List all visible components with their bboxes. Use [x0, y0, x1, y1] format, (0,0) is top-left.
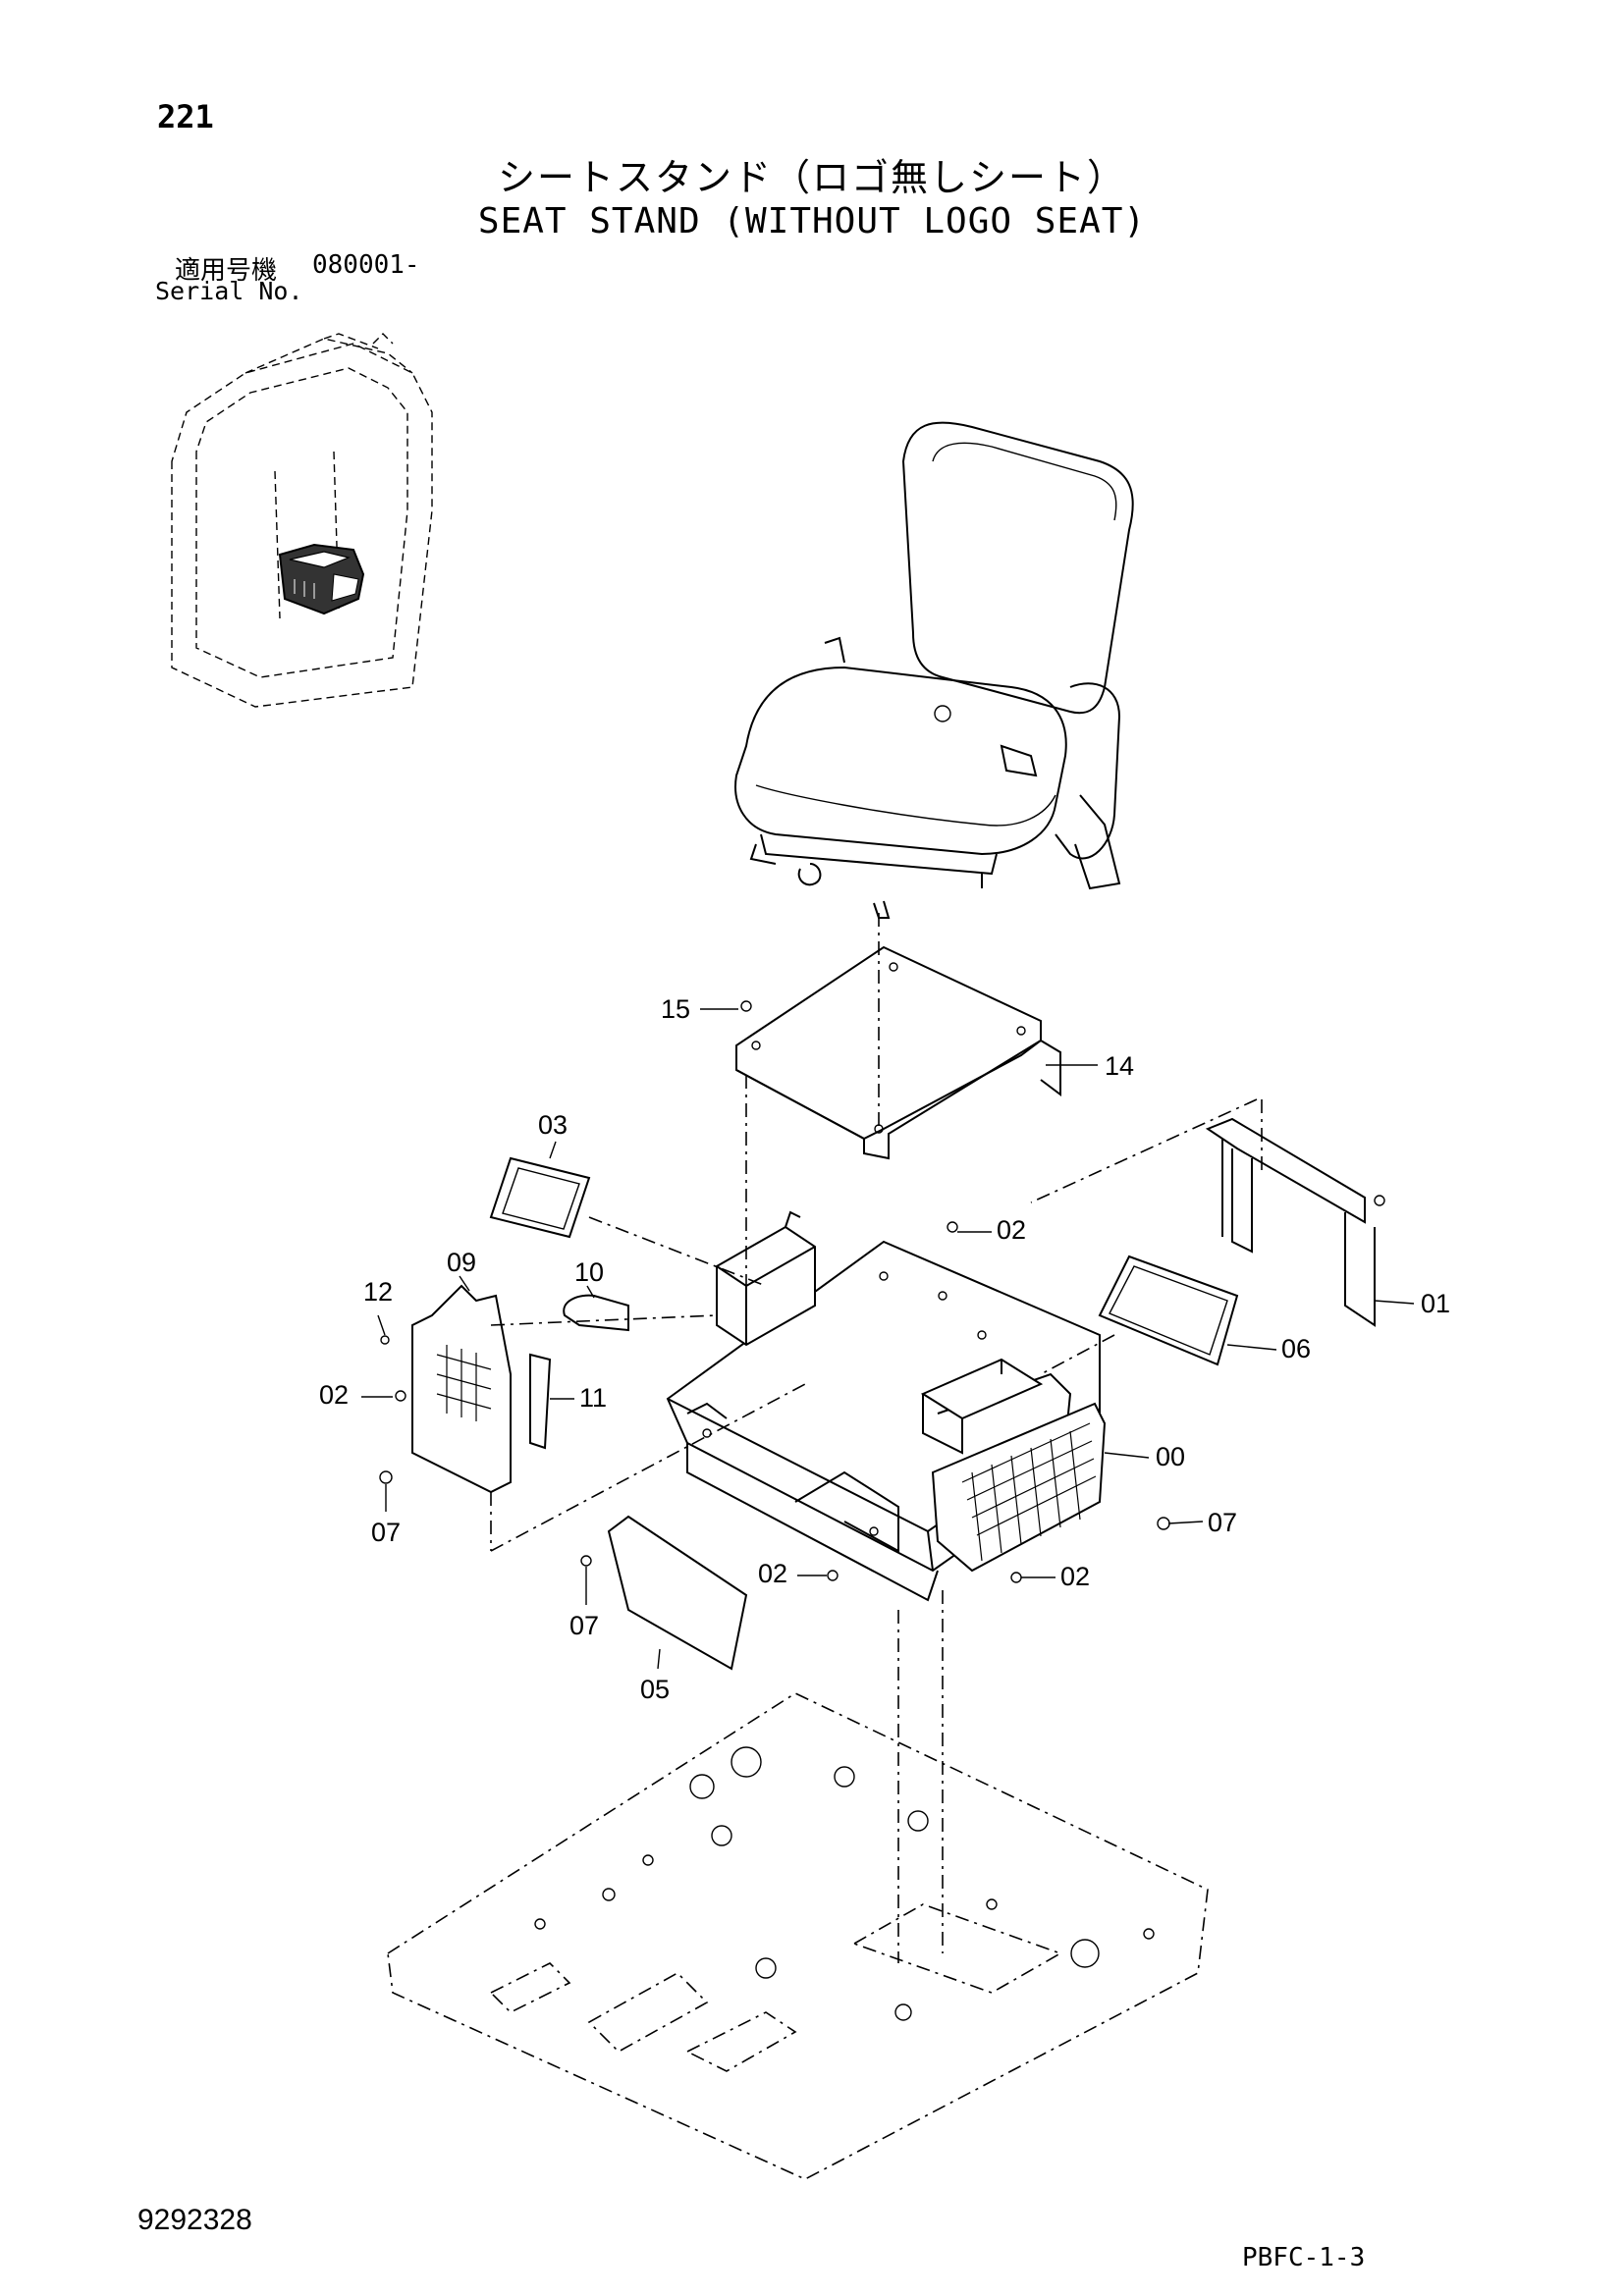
callout-10: 10	[574, 1257, 604, 1299]
serial-label-english: Serial No.	[155, 277, 303, 305]
callout-05: 05	[640, 1648, 670, 1704]
cab-locator-thumbnail	[171, 333, 433, 708]
callout-10-label: 10	[574, 1257, 604, 1287]
page-number: 221	[157, 98, 214, 135]
document-number: 9292328	[137, 2204, 252, 2236]
part-01-bracket	[1205, 1117, 1376, 1327]
callouts: 15 14 03 02 09 10 12 02 11 06 01 00 07 0…	[319, 994, 1450, 1704]
callout-02d-label: 02	[1060, 1562, 1090, 1591]
callout-06-label: 06	[1281, 1334, 1311, 1363]
serial-number: 080001-	[312, 250, 420, 280]
serial-label-japanese: 適用号機	[175, 256, 278, 286]
fastener-bolts	[379, 1000, 1385, 1583]
callout-02a-label: 02	[997, 1215, 1026, 1245]
part-11-seal	[529, 1353, 552, 1450]
callout-01-label: 01	[1421, 1289, 1450, 1318]
callout-02b-label: 02	[319, 1380, 349, 1410]
callout-00: 00	[1104, 1442, 1185, 1471]
callout-03-label: 03	[538, 1110, 568, 1140]
callout-07b-label: 07	[371, 1518, 401, 1547]
callout-02c-label: 02	[758, 1559, 787, 1588]
callout-06: 06	[1226, 1334, 1311, 1363]
callout-01: 01	[1374, 1289, 1450, 1318]
seat-support-plate	[735, 945, 1061, 1160]
assembly-guide-lines	[490, 913, 1263, 1963]
callout-07c: 07	[569, 1567, 599, 1640]
part-09-cover	[411, 1284, 512, 1494]
callout-07b: 07	[371, 1484, 401, 1547]
callout-09-label: 09	[447, 1248, 476, 1277]
callout-11: 11	[550, 1383, 607, 1413]
callout-15-label: 15	[661, 994, 690, 1024]
callout-02a: 02	[957, 1215, 1026, 1245]
part-06-gasket	[1098, 1255, 1239, 1366]
callout-00-label: 00	[1156, 1442, 1185, 1471]
callout-15: 15	[661, 994, 738, 1024]
floor-plate	[387, 1692, 1209, 2180]
callout-02c: 02	[758, 1559, 827, 1588]
seat-assembly	[734, 421, 1134, 919]
page-code: PBFC-1-3	[1242, 2243, 1366, 2272]
page-title-english: SEAT STAND (WITHOUT LOGO SEAT)	[477, 201, 1147, 241]
part-05-plate	[607, 1515, 748, 1671]
callout-02d: 02	[1021, 1562, 1090, 1591]
callout-14: 14	[1046, 1051, 1134, 1081]
callout-12: 12	[363, 1277, 393, 1336]
callout-09: 09	[447, 1248, 476, 1292]
callout-07a: 07	[1167, 1508, 1237, 1537]
cab-seat-stand-highlight-icon	[278, 543, 365, 615]
part-03-gasket	[489, 1156, 591, 1239]
part-09-vent-grille	[436, 1345, 492, 1421]
callout-05-label: 05	[640, 1675, 670, 1704]
callout-14-label: 14	[1105, 1051, 1134, 1081]
seat-stand-vent-grille	[961, 1422, 1097, 1562]
callout-03: 03	[538, 1110, 568, 1159]
callout-07a-label: 07	[1208, 1508, 1237, 1537]
callout-02b: 02	[319, 1380, 393, 1410]
seat-stand-box	[666, 1210, 1107, 1602]
callout-12-label: 12	[363, 1277, 393, 1307]
callout-07c-label: 07	[569, 1611, 599, 1640]
callout-11-label: 11	[579, 1383, 607, 1413]
page-title-japanese: シートスタンド（ロゴ無しシート）	[497, 156, 1126, 199]
part-10-latch	[563, 1294, 629, 1332]
